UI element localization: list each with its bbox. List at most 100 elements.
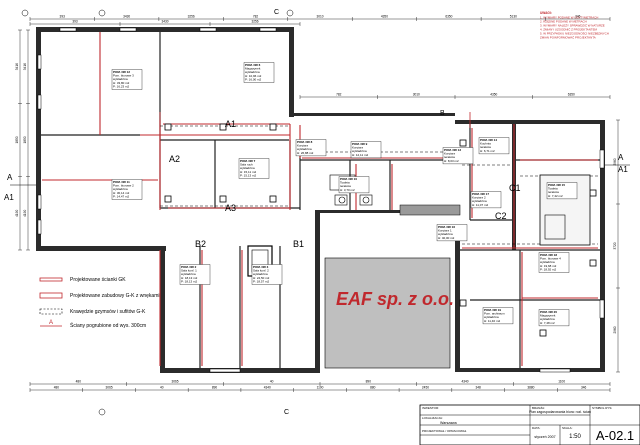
room-label-line: POM. NR 20: [540, 310, 557, 314]
room-label-line: H: 33,80 m2: [113, 81, 130, 85]
room-label-line: P: 16,23 m2: [113, 84, 130, 88]
dim-bottom-2-value: 480: [76, 380, 82, 384]
column: [269, 195, 277, 203]
column: [589, 189, 597, 197]
dim-left-value: 4190: [15, 210, 19, 217]
notes-item: 4. ZMIANY UZGODNIĆ Z PROJEKTANTEM: [540, 27, 597, 32]
dim-bottom-value: 1100: [317, 386, 324, 390]
room-label-line: Toaleta: [340, 181, 350, 185]
dim-bottom-value: 3880: [527, 386, 534, 390]
window: [259, 27, 277, 32]
room-label-line: POM. NR 6: [245, 63, 261, 67]
wall: [320, 210, 460, 213]
room-label-line: Korytarz: [297, 144, 309, 148]
dim-top-value: 5130: [510, 15, 517, 19]
dim-top-value: 3256: [188, 15, 195, 19]
dim-mid-value: 6350: [568, 93, 575, 97]
legend-symbol-gk-wall: [39, 277, 63, 282]
room-label-line: POM. NR 10: [340, 177, 357, 181]
dim-top-2-value: 3256: [251, 20, 258, 24]
room-label-line: H: 7,48 m2: [540, 321, 555, 325]
window: [119, 27, 137, 32]
dim-bottom-2-value: 4340: [461, 380, 468, 384]
window: [59, 27, 77, 32]
axis-marker: [98, 408, 106, 416]
wall: [315, 210, 320, 373]
general-notes: UWAGI:1. WYMIARY PODANE W CENTYMETRACH2.…: [540, 11, 609, 40]
dim-top-value: 6350: [445, 15, 452, 19]
axis-label-c-bottom: C: [284, 409, 289, 416]
room-label-line: Sala konf. 1: [181, 269, 197, 273]
axis-marker: [286, 9, 294, 17]
sheet-label: SYMBOL RYS:: [592, 406, 612, 410]
legend-label: Krawędzie gzymsów i sufitów G-K: [70, 309, 146, 315]
wall: [160, 246, 165, 371]
room-label-line: wykładzina: [352, 149, 367, 153]
room-label-line: POM. NR 14: [480, 138, 497, 142]
dim-bottom-value: 890: [212, 386, 218, 390]
room-label-line: Pom. biurowe 3: [113, 74, 134, 78]
notes-item: 3. WYMIARY NALEŻY SPRAWDZIĆ W NATURZE: [540, 23, 605, 28]
room-label-line: H: 11,07 m2: [472, 203, 488, 207]
room-label-line: POM. NR 11: [113, 180, 130, 184]
wall: [455, 120, 605, 124]
designer-label: PROJEKTOWAŁ / OPRACOWAŁ: [422, 429, 467, 433]
legend-symbol-ceiling: [39, 308, 63, 315]
dim-mid-value: 4350: [490, 93, 497, 97]
column: [539, 329, 547, 337]
room-label-box: [442, 147, 474, 165]
washbasin: [334, 194, 348, 206]
dim-top-value: 346: [575, 15, 581, 19]
room-label-line: wykładzina: [472, 199, 487, 203]
window: [37, 54, 42, 70]
room-label-line: POM. NR 15: [548, 183, 565, 187]
room-label-box: [482, 307, 514, 325]
dim-left-value: 1850: [15, 136, 19, 143]
drawing-title: Plan zagospodarowania biura: rozl. ścian: [529, 410, 591, 414]
room-label-box: [243, 62, 275, 83]
dim-bottom-value: 480: [54, 386, 60, 390]
dim-bottom-2-value: 1100: [558, 380, 565, 384]
room-label-box: [338, 176, 370, 194]
room-label-line: wykładzina: [245, 70, 260, 74]
axis-label-a1-right: A1: [618, 165, 628, 174]
dim-bottom-value: 3065: [106, 386, 113, 390]
room-label-line: wykładzina: [540, 260, 555, 264]
room-label-line: H: 8,03 m2: [444, 159, 459, 163]
dim-bottom-value: 348: [476, 386, 482, 390]
dim-top-value: 3010: [316, 15, 323, 19]
room-label-line: Magazynek: [540, 314, 556, 318]
axis-label-b: B: [440, 110, 445, 117]
room-label-line: wykładzina: [438, 232, 453, 236]
fixture: [338, 196, 346, 204]
room-label-box: [179, 264, 211, 285]
room-label-line: H: 15,11 m2: [240, 170, 256, 174]
room-label-line: P: 14,47 m2: [113, 194, 130, 198]
window: [199, 27, 217, 32]
axis-label-a-left: A: [7, 173, 13, 182]
title-block: INWESTOR:LOKALIZACJA:WarszawaPROJEKTOWAŁ…: [419, 404, 640, 445]
sheet-number: A-02.1: [596, 428, 634, 443]
dim-left-value: 3416: [15, 63, 19, 70]
notes-item: 2. RZĘDNE PODANE W METRACH: [540, 20, 587, 24]
room-label-line: Korytarz: [444, 152, 456, 156]
room-label-line: H: 12,11 m2: [352, 153, 368, 157]
room-label-line: Sala konf. 2: [253, 269, 269, 273]
room-label-line: wykładzina: [113, 77, 128, 81]
column: [219, 195, 227, 203]
stage-label: BRANŻA:: [532, 405, 545, 410]
legend-label: Ściany pogrubione od wys. 300cm: [70, 321, 146, 329]
room-label-line: H: 30,14 m2: [113, 191, 130, 195]
axis-label-b1: B1: [293, 239, 304, 249]
room-label-line: terakota: [480, 145, 491, 149]
room-label-line: POM. NR 9: [352, 142, 368, 146]
room-label-line: POM. NR 2: [181, 265, 197, 269]
room-label-line: POM. NR 19: [484, 308, 501, 312]
